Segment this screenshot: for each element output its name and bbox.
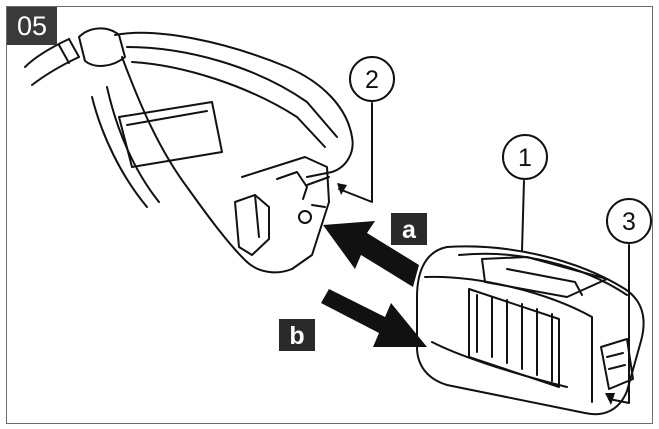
remove-tag-label: b (289, 322, 304, 350)
step-number-badge: 05 (7, 7, 57, 45)
leader-line-3 (609, 245, 629, 403)
insert-tag-label: a (402, 216, 417, 244)
remove-arrow (321, 289, 427, 347)
remove-tag: b (279, 319, 315, 351)
callout-2: 2 (350, 57, 394, 101)
callout-2-number: 2 (365, 66, 379, 94)
battery-illustration: 1 2 3 a b (7, 7, 652, 423)
diagram-frame: 05 (6, 6, 653, 424)
callout-1-number: 1 (518, 144, 532, 172)
leader-line-1 (522, 181, 524, 251)
battery-pack (417, 246, 644, 414)
tool-handle (25, 28, 353, 272)
callout-3-number: 3 (622, 208, 636, 236)
callout-1: 1 (503, 135, 547, 179)
insert-tag: a (391, 213, 427, 245)
callout-3: 3 (607, 199, 651, 243)
